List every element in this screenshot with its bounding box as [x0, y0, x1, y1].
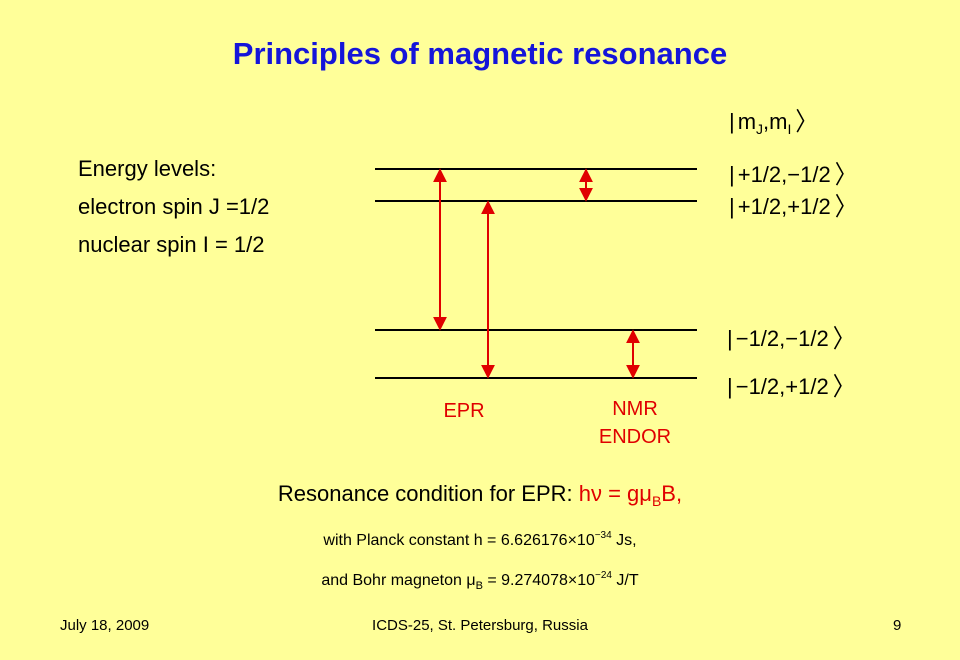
energy-levels-label: Energy levels:	[78, 156, 217, 181]
nmr-label: NMR	[612, 398, 658, 420]
ket-level-2: |+1/2,+1/2〉	[729, 192, 857, 222]
bohr-magneton-line: and Bohr magneton μB = 9.274078×10−24 J/…	[321, 570, 639, 592]
ket-level-4: |−1/2,+1/2〉	[727, 372, 855, 402]
resonance-condition: Resonance condition for EPR: hν = gμBB,	[277, 481, 683, 509]
ket-level-3: |−1/2,−1/2〉	[727, 324, 855, 354]
ket-level-1: |+1/2,−1/2〉	[729, 160, 857, 190]
footer-conference: ICDS-25, St. Petersburg, Russia	[372, 617, 588, 634]
electron-spin-label: electron spin J =1/2	[78, 194, 270, 219]
footer-date: July 18, 2009	[60, 617, 150, 634]
nuclear-spin-label: nuclear spin I = 1/2	[78, 232, 265, 257]
ket-header: |mJ,mI〉	[729, 107, 818, 137]
epr-label: EPR	[443, 400, 485, 422]
planck-constant-line: with Planck constant h = 6.626176×10−34 …	[323, 530, 637, 549]
slide-title: Principles of magnetic resonance	[232, 36, 728, 71]
page-number: 9	[893, 617, 902, 634]
endor-label: ENDOR	[598, 426, 672, 448]
